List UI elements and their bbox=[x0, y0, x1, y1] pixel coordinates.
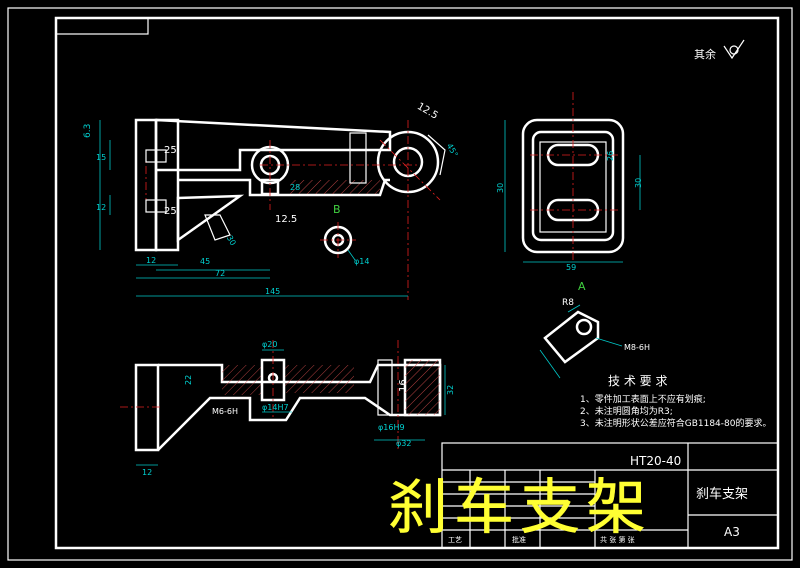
view-b: B φ14 bbox=[320, 203, 369, 266]
svg-text:φ20: φ20 bbox=[262, 340, 277, 349]
svg-text:B: B bbox=[333, 203, 341, 216]
overlay-title: 刹车支架 bbox=[388, 473, 652, 543]
svg-text:12: 12 bbox=[146, 256, 156, 265]
svg-text:25: 25 bbox=[164, 145, 177, 156]
svg-text:A: A bbox=[578, 280, 586, 293]
code-box bbox=[55, 17, 149, 35]
svg-text:工艺: 工艺 bbox=[448, 536, 462, 544]
svg-text:批准: 批准 bbox=[512, 535, 526, 544]
side-view: 30 26 30 59 bbox=[496, 92, 643, 272]
svg-text:25: 25 bbox=[164, 206, 177, 217]
technical-requirements: 技 术 要 求 1、零件加工表面上不应有划痕; 2、未注明圆角均为R3; 3、未… bbox=[580, 374, 771, 429]
svg-text:12.5: 12.5 bbox=[415, 101, 440, 122]
svg-text:φ14: φ14 bbox=[354, 257, 369, 266]
material-code: HT20-40 bbox=[630, 454, 681, 468]
drawing-frame bbox=[54, 16, 780, 550]
svg-text:16: 16 bbox=[398, 379, 409, 392]
svg-text:22: 22 bbox=[184, 375, 193, 385]
svg-text:6.3: 6.3 bbox=[83, 124, 93, 138]
svg-text:59: 59 bbox=[566, 263, 576, 272]
tech-req-item: 2、未注明圆角均为R3; bbox=[580, 405, 673, 417]
svg-text:12: 12 bbox=[96, 203, 106, 212]
detail-a: A R8 M8-6H bbox=[539, 280, 650, 379]
svg-text:28: 28 bbox=[290, 183, 300, 192]
title-block-name: 刹车支架 bbox=[696, 486, 748, 502]
tech-req-item: 1、零件加工表面上不应有划痕; bbox=[580, 393, 706, 405]
svg-text:26: 26 bbox=[606, 151, 615, 161]
title-block: HT20-40 刹车支架 A3 工艺 批准 共 张 第 张 bbox=[441, 442, 779, 549]
svg-text:15: 15 bbox=[96, 153, 106, 162]
sheet-outer-border bbox=[7, 7, 793, 561]
front-view: 6.3 25 25 12.5 12.5 45 72 145 12 15 12 3… bbox=[83, 101, 460, 300]
svg-text:M8-6H: M8-6H bbox=[624, 343, 650, 352]
roughness-symbol-icon bbox=[723, 39, 745, 60]
svg-text:45: 45 bbox=[200, 257, 210, 266]
svg-text:30: 30 bbox=[634, 178, 643, 188]
svg-text:72: 72 bbox=[215, 269, 225, 278]
bottom-view: φ20 22 φ14H7 M6-6H φ16H9 φ32 16 32 12 bbox=[120, 340, 455, 477]
svg-text:R8: R8 bbox=[562, 298, 574, 308]
svg-text:30: 30 bbox=[225, 234, 238, 247]
svg-text:30: 30 bbox=[496, 183, 505, 193]
tech-req-heading: 技 术 要 求 bbox=[608, 374, 667, 388]
svg-text:共 张 第 张: 共 张 第 张 bbox=[600, 535, 635, 544]
svg-text:145: 145 bbox=[265, 287, 280, 296]
sheet-size: A3 bbox=[724, 525, 740, 539]
svg-text:M6-6H: M6-6H bbox=[212, 407, 238, 416]
svg-text:φ16H9: φ16H9 bbox=[378, 423, 405, 432]
svg-text:32: 32 bbox=[446, 385, 455, 395]
svg-text:φ14H7: φ14H7 bbox=[262, 403, 289, 412]
svg-text:45°: 45° bbox=[445, 142, 460, 159]
svg-text:12.5: 12.5 bbox=[275, 214, 297, 225]
roughness-note: 其余 bbox=[694, 47, 716, 61]
svg-text:12: 12 bbox=[142, 468, 152, 477]
svg-text:φ32: φ32 bbox=[396, 439, 411, 448]
tech-req-item: 3、未注明形状公差应符合GB1184-80的要求。 bbox=[580, 417, 771, 429]
